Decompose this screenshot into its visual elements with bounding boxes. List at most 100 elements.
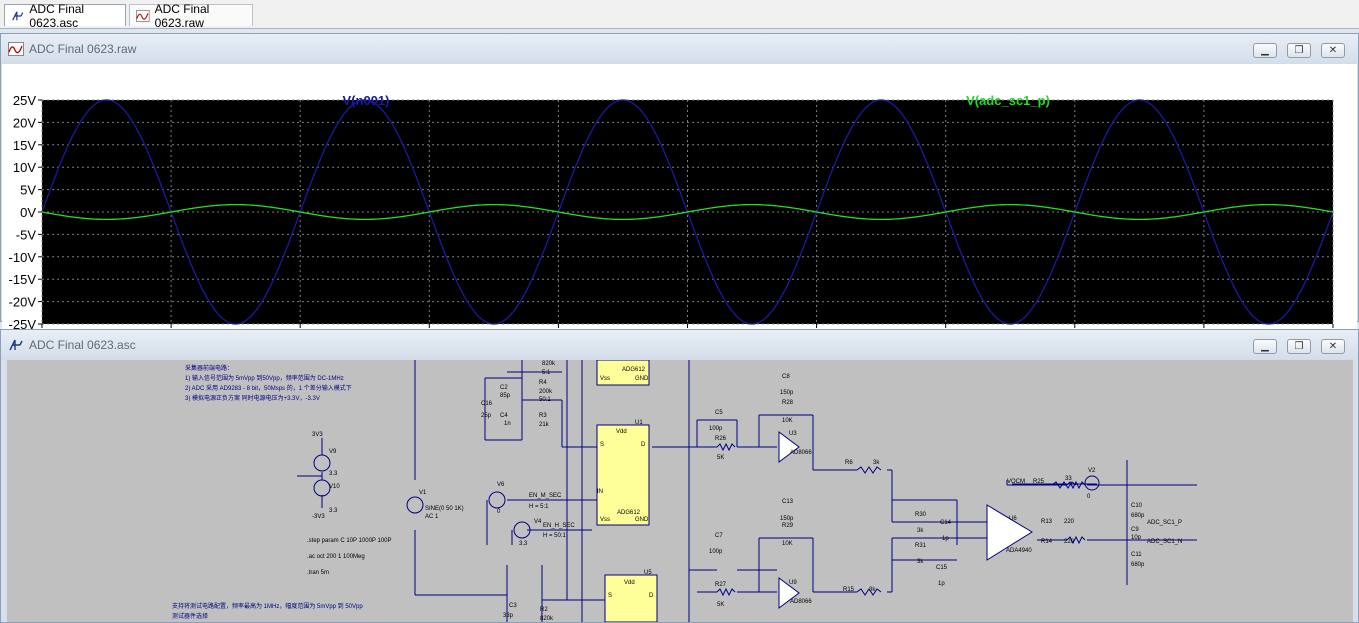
label-r6-value[interactable]: 3k [873, 460, 880, 466]
label-r25[interactable]: R25 [1033, 479, 1045, 485]
label-c3-value[interactable]: 33p [503, 613, 514, 619]
label-c11[interactable]: C11 [1131, 552, 1142, 558]
minimize-button[interactable]: ▁ [1253, 339, 1277, 354]
label-c15[interactable]: C15 [936, 565, 948, 571]
label-v10[interactable]: V10 [329, 484, 340, 490]
label-r25-value[interactable]: 33 [1065, 476, 1072, 482]
label-r31[interactable]: R31 [915, 543, 927, 549]
note-line[interactable]: 1) 输入信号范围为 5mVpp 到50Vpp，频率范围为 DC-1MHz [185, 374, 344, 382]
label-c10-value[interactable]: 680p [1131, 513, 1145, 519]
label-en-m-sec[interactable]: EN_M_SEC [529, 493, 562, 499]
label-v6[interactable]: V6 [497, 482, 505, 488]
label-r27-value[interactable]: 5K [717, 602, 724, 608]
label-r3-value[interactable]: 21k [539, 422, 550, 428]
directive-ac[interactable]: .ac oct 200 1 100Meg [307, 554, 365, 560]
label-r30[interactable]: R30 [915, 512, 927, 518]
label-v4[interactable]: V4 [534, 519, 542, 525]
note-line[interactable]: 3) 模拟电源正负方案 同时电源电压为+3.3V，-3.3V [185, 394, 320, 402]
label-r14-value[interactable]: 220 [1064, 539, 1075, 545]
label-ad8066-b[interactable]: AD8066 [790, 599, 812, 605]
note-line[interactable]: 支持将测试电路配置，频率最高为 1MHz，幅度范围为 5mVpp 到 50Vpp [172, 602, 363, 610]
label-pin-s-u5[interactable]: S [608, 593, 612, 599]
trace-label-adc-sc1-p[interactable]: V(adc_sc1_p) [966, 93, 1050, 108]
label-adc-sc1-p[interactable]: ADC_SC1_P [1147, 520, 1182, 526]
label-u9[interactable]: U9 [789, 580, 797, 586]
label-r4-ratio[interactable]: 50:1 [539, 397, 551, 403]
label-c13-value[interactable]: 150p [780, 516, 794, 522]
label-u5[interactable]: U5 [644, 570, 652, 576]
label-r28-value[interactable]: 10K [782, 418, 793, 424]
label-c4[interactable]: C4 [500, 413, 508, 419]
label-r2[interactable]: R2 [540, 607, 548, 613]
label-r26-value[interactable]: 5K [717, 455, 724, 461]
label-r13-value[interactable]: 220 [1064, 519, 1075, 525]
label-rail-pos[interactable]: 3V3 [312, 432, 323, 438]
trace-label-vn001[interactable]: V(n001) [343, 93, 390, 108]
label-en-m-ratio[interactable]: H = 5:1 [529, 504, 549, 510]
label-vss-top[interactable]: Vss [600, 376, 610, 382]
label-c9-value[interactable]: 10p [1131, 535, 1142, 541]
label-r31-value[interactable]: 3k [917, 559, 924, 565]
label-c15-value[interactable]: 1p [938, 581, 945, 587]
label-c4-value[interactable]: 1n [504, 421, 511, 427]
label-v6-value[interactable]: 0 [497, 509, 501, 515]
note-line[interactable]: 2) ADC 采用 AD9283 - 8 bit，50Msps 的，1 个差分输… [185, 384, 352, 392]
label-ad8066-a[interactable]: AD8066 [790, 450, 812, 456]
label-gnd[interactable]: GND [635, 517, 649, 523]
label-c14[interactable]: C14 [940, 520, 952, 526]
label-v1-value[interactable]: SINE(0 50 1K) [425, 506, 464, 512]
label-r6[interactable]: R6 [845, 460, 853, 466]
label-pin-d[interactable]: D [641, 442, 646, 448]
label-adc-sc1-n[interactable]: ADC_SC1_N [1147, 539, 1182, 545]
label-v4-value[interactable]: 3.3 [519, 541, 528, 547]
label-c14-value[interactable]: 1p [942, 536, 949, 542]
label-r26[interactable]: R26 [715, 436, 727, 442]
label-c13[interactable]: C13 [782, 499, 794, 505]
label-u1[interactable]: U1 [635, 420, 643, 426]
label-r13[interactable]: R13 [1041, 519, 1053, 525]
label-u3[interactable]: U3 [789, 431, 797, 437]
label-en-h-ratio[interactable]: H = 50:1 [543, 533, 567, 539]
label-c16-value[interactable]: 25p [481, 413, 492, 419]
label-v2[interactable]: V2 [1088, 468, 1096, 474]
label-pin-s[interactable]: S [600, 442, 604, 448]
close-button[interactable]: ✕ [1321, 43, 1345, 58]
label-v10-value[interactable]: 3.3 [329, 508, 338, 514]
label-r15[interactable]: R15 [843, 587, 855, 593]
label-r4[interactable]: R4 [539, 380, 547, 386]
label-c2[interactable]: C2 [500, 385, 508, 391]
label-c16[interactable]: C16 [481, 401, 493, 407]
tab-waveform[interactable]: ADC Final 0623.raw [129, 2, 253, 30]
label-u6[interactable]: U6 [1009, 516, 1017, 522]
label-c5[interactable]: C5 [715, 410, 723, 416]
schematic-canvas[interactable]: 采集器前端电路： 1) 输入信号范围为 5mVpp 到50Vpp，频率范围为 D… [7, 360, 1353, 622]
label-r27[interactable]: R27 [715, 582, 727, 588]
label-c5-value[interactable]: 100p [709, 426, 723, 432]
tab-schematic[interactable]: ADC Final 0623.asc [4, 2, 126, 30]
label-en-h-sec[interactable]: EN_H_SEC [543, 523, 575, 529]
label-r3[interactable]: R3 [539, 413, 547, 419]
label-r2-value[interactable]: 820k [540, 616, 554, 622]
maximize-button[interactable]: ❐ [1287, 339, 1311, 354]
label-v2-value[interactable]: 0 [1087, 494, 1091, 500]
directive-step[interactable]: .step param C 10P 1000P 100P [307, 538, 392, 544]
note-line[interactable]: 采集器前端电路： [185, 364, 233, 372]
directive-tran[interactable]: .tran 5m [307, 570, 329, 576]
label-v1[interactable]: V1 [419, 490, 427, 496]
label-r-top-ratio[interactable]: 5:1 [542, 370, 551, 376]
label-ada4940[interactable]: ADA4940 [1006, 548, 1032, 554]
label-c8[interactable]: C8 [782, 374, 790, 380]
label-r-top-value[interactable]: 820k [542, 361, 556, 367]
schematic-drawing[interactable]: 采集器前端电路： 1) 输入信号范围为 5mVpp 到50Vpp，频率范围为 D… [7, 360, 1353, 622]
label-c2-value[interactable]: 85p [500, 393, 511, 399]
label-r30-value[interactable]: 3k [917, 528, 924, 534]
label-pin-in[interactable]: IN [597, 489, 603, 495]
label-adg612-top[interactable]: ADG612 [622, 367, 646, 373]
label-v1-ac[interactable]: AC 1 [425, 514, 439, 520]
label-c11-value[interactable]: 680p [1131, 562, 1145, 568]
label-vocm[interactable]: VOCM [1007, 479, 1025, 485]
trace-1[interactable] [41, 203, 1334, 221]
maximize-button[interactable]: ❐ [1287, 43, 1311, 58]
